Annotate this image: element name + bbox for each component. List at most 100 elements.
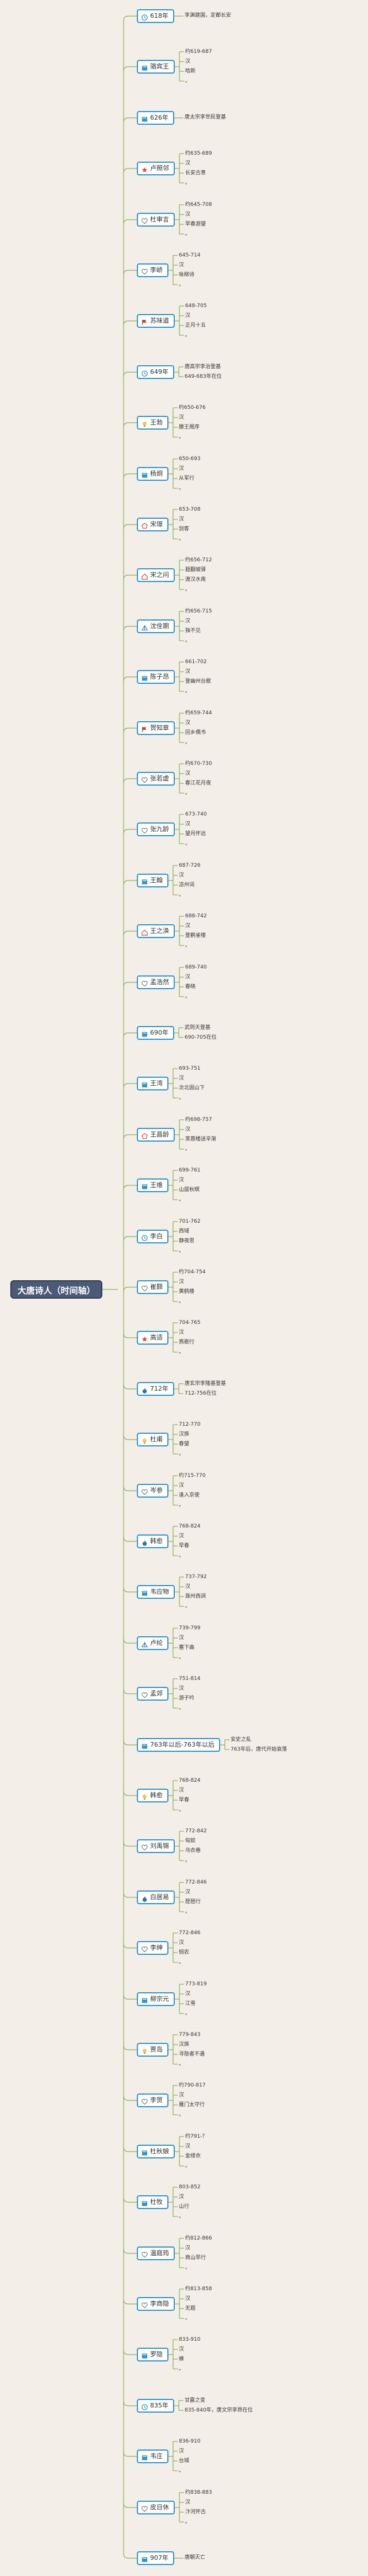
poet-detail: 737-792 [185, 1574, 207, 1580]
book-icon [141, 1996, 148, 2003]
poet-node[interactable]: 杜甫 [137, 1433, 168, 1446]
poet-node[interactable]: 李峤 [137, 263, 168, 277]
poet-node[interactable]: 王昌龄 [137, 1128, 175, 1142]
poet-node[interactable]: 温庭筠 [137, 2246, 175, 2260]
poet-detail: 商山早行 [185, 2255, 206, 2261]
poet-node[interactable]: 孟郊 [137, 1687, 168, 1701]
poet-node[interactable]: 626年 [137, 111, 174, 125]
poet-detail: 滕王阁序 [179, 424, 200, 430]
poet-detail: 。 [185, 943, 191, 948]
poet-detail: 汉 [185, 2500, 191, 2505]
book-icon [141, 1030, 148, 1037]
poet-node[interactable]: 韩愈 [137, 1534, 168, 1548]
poet-node[interactable]: 罗隐 [137, 2348, 168, 2361]
poet-detail: 712-770 [179, 1422, 201, 1427]
poet-node[interactable]: 皮日休 [137, 2501, 175, 2514]
poet-node[interactable]: 苏味道 [137, 314, 175, 328]
poet-node[interactable]: 白居易 [137, 1890, 175, 1904]
poet-node[interactable]: 宋璟 [137, 518, 168, 531]
poet-detail: 836-910 [179, 2439, 201, 2444]
poet-node[interactable]: 沈佺期 [137, 619, 175, 633]
root-node[interactable]: 大唐诗人（时间轴） [10, 1280, 102, 1299]
poet-node-label: 690年 [150, 1029, 168, 1036]
connector-curve [123, 422, 137, 428]
poet-node[interactable]: 王维 [137, 1178, 168, 1192]
poet-detail: 次北固山下 [179, 1085, 205, 1091]
poet-node[interactable]: 韩愈 [137, 1789, 168, 1802]
poet-node-label: 835年 [150, 2402, 168, 2409]
poet-detail: 金缕衣 [185, 2153, 201, 2159]
poet-node[interactable]: 649年 [137, 365, 174, 379]
bulb-icon [141, 2047, 148, 2054]
tent-icon [141, 1640, 148, 1647]
poet-node-label: 王之涣 [150, 927, 169, 935]
poet-detail: 。 [185, 1603, 191, 1609]
poet-node[interactable]: 712年 [137, 1382, 174, 1396]
poet-node[interactable]: 崔颢 [137, 1280, 168, 1294]
poet-detail: 约670-730 [185, 761, 212, 767]
poet-detail: 。 [185, 1146, 191, 1152]
poet-node[interactable]: 618年 [137, 9, 174, 23]
poet-detail: 雁门太守行 [179, 2102, 205, 2108]
poet-node[interactable]: 卢纶 [137, 1636, 168, 1650]
poet-node[interactable]: 835年 [137, 2399, 174, 2413]
heart-icon [141, 1691, 148, 1698]
poet-node[interactable]: 孟浩然 [137, 975, 175, 989]
poet-node[interactable]: 杜秋娘 [137, 2145, 175, 2158]
poet-node[interactable]: 贺知章 [137, 721, 175, 735]
poet-node-label: 韦庄 [150, 2452, 163, 2460]
poet-node-label: 王翰 [150, 876, 163, 884]
poet-node[interactable]: 张九龄 [137, 822, 175, 836]
connector-curve [123, 2401, 137, 2406]
poet-node[interactable]: 杜牧 [137, 2195, 168, 2209]
poet-node[interactable]: 岑参 [137, 1484, 168, 1498]
poet-node[interactable]: 高适 [137, 1331, 168, 1345]
star-icon [141, 166, 148, 173]
poet-detail: 题翻坡驿 [185, 567, 206, 573]
poet-node[interactable]: 李贺 [137, 2093, 168, 2107]
poet-node[interactable]: 王翰 [137, 874, 168, 887]
poet-node[interactable]: 李白 [137, 1230, 168, 1243]
poet-detail: 汉 [185, 2144, 191, 2149]
poet-node[interactable]: 王之涣 [137, 924, 175, 938]
poet-node[interactable]: 刘禹锡 [137, 1839, 175, 1853]
poet-node[interactable]: 骆宾王 [137, 60, 175, 74]
poet-detail: 汉 [185, 974, 191, 980]
poet-node[interactable]: 宋之问 [137, 568, 175, 582]
poet-node[interactable]: 卢照邻 [137, 162, 175, 175]
poet-node-label: 907年 [150, 2554, 168, 2562]
poet-detail: 。 [185, 994, 191, 1000]
poet-node[interactable]: 陈子昂 [137, 670, 175, 684]
poet-node[interactable]: 张若虚 [137, 772, 175, 786]
poet-detail: 悯农 [179, 1950, 190, 1955]
poet-node[interactable]: 王勃 [137, 416, 168, 430]
connector-curve [123, 168, 137, 174]
poet-node-label: 温庭筠 [150, 2249, 169, 2257]
poet-detail: 汉 [185, 1889, 191, 1895]
poet-detail: 长安古意 [185, 170, 206, 176]
connector-curve [123, 676, 137, 682]
poet-detail: 。 [179, 1502, 185, 1508]
poet-node[interactable]: 杨炯 [137, 467, 168, 481]
poet-detail: 763年后，唐代开始衰落 [231, 1747, 288, 1752]
poet-detail: 江雪 [185, 2001, 196, 2007]
poet-node[interactable]: 韦应物 [137, 1585, 175, 1599]
poet-node[interactable]: 杜审言 [137, 213, 175, 227]
poet-node-label: 杨炯 [150, 470, 163, 477]
connector-curve [123, 524, 137, 530]
poet-detail: 。 [185, 2519, 191, 2525]
poet-detail: 。 [185, 180, 191, 186]
poet-node[interactable]: 贾岛 [137, 2043, 168, 2057]
poet-node[interactable]: 李商隐 [137, 2297, 175, 2311]
poet-detail: 安史之乱 [231, 1737, 252, 1743]
poet-node[interactable]: 李绅 [137, 1941, 168, 1955]
poet-node[interactable]: 柳宗元 [137, 1992, 175, 2006]
poet-node[interactable]: 907年 [137, 2551, 174, 2565]
poet-node-label: 712年 [150, 1385, 168, 1392]
poet-node[interactable]: 王湾 [137, 1077, 168, 1090]
poet-detail: 712-756在位 [185, 1391, 217, 1396]
book-icon [141, 2453, 148, 2460]
poet-node[interactable]: 763年以后-763年以后 [137, 1738, 220, 1752]
poet-node[interactable]: 690年 [137, 1026, 174, 1040]
poet-node[interactable]: 韦庄 [137, 2449, 168, 2463]
